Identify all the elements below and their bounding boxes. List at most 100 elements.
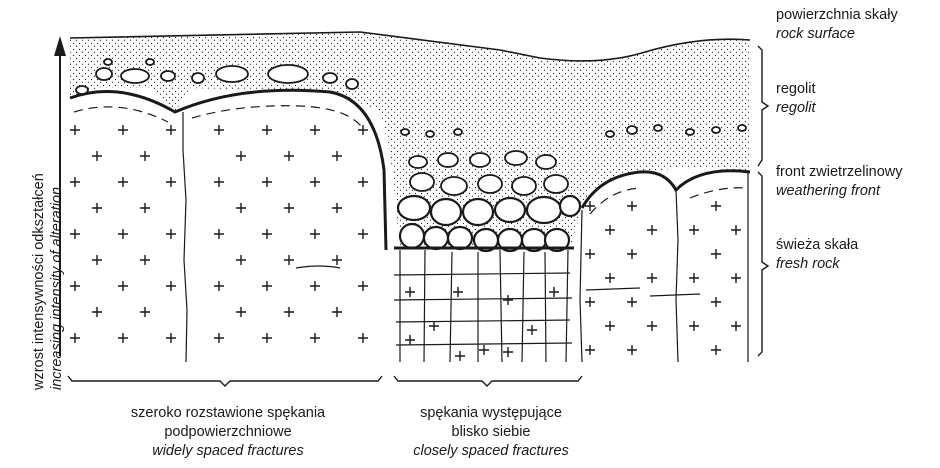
right-brackets xyxy=(758,46,768,356)
plus-mark xyxy=(214,125,224,135)
plus-mark xyxy=(731,225,741,235)
close-fractures-en: closely spaced fractures xyxy=(395,442,587,461)
plus-mark xyxy=(358,229,368,239)
plus-mark xyxy=(358,177,368,187)
plus-mark xyxy=(262,281,272,291)
plus-mark xyxy=(92,151,102,161)
plus-mark xyxy=(358,125,368,135)
plus-mark xyxy=(310,229,320,239)
fresh-rock-en: fresh rock xyxy=(776,255,858,274)
plus-mark xyxy=(236,255,246,265)
plus-mark xyxy=(70,177,80,187)
plus-mark xyxy=(140,151,150,161)
wide-fractures-pl2: podpowierzchniowe xyxy=(110,423,346,442)
weathering-front-label: front zwietrzelinowy weathering front xyxy=(776,163,903,201)
plus-mark xyxy=(118,333,128,343)
plus-mark xyxy=(70,281,80,291)
plus-mark xyxy=(262,333,272,343)
plus-mark xyxy=(332,151,342,161)
plus-mark xyxy=(262,177,272,187)
plus-mark xyxy=(214,281,224,291)
plus-mark xyxy=(214,177,224,187)
plus-mark xyxy=(711,201,721,211)
plus-mark xyxy=(118,125,128,135)
regolith-en: regolit xyxy=(776,99,816,118)
plus-mark xyxy=(405,335,415,345)
plus-mark xyxy=(711,297,721,307)
plus-mark xyxy=(689,321,699,331)
plus-mark xyxy=(627,249,637,259)
plus-mark xyxy=(166,281,176,291)
plus-mark xyxy=(284,255,294,265)
plus-mark xyxy=(236,203,246,213)
plus-mark xyxy=(166,177,176,187)
plus-mark xyxy=(429,321,439,331)
plus-mark xyxy=(527,325,537,335)
plus-mark xyxy=(332,203,342,213)
plus-mark xyxy=(166,229,176,239)
plus-mark xyxy=(310,333,320,343)
plus-mark xyxy=(118,229,128,239)
plus-mark xyxy=(358,281,368,291)
rock-surface-label: powierzchnia skały rock surface xyxy=(776,6,898,44)
rock-surface-en: rock surface xyxy=(776,25,898,44)
plus-mark xyxy=(503,347,513,357)
bottom-braces xyxy=(68,376,582,386)
plus-mark xyxy=(310,177,320,187)
wide-fractures-en: widely spaced fractures xyxy=(110,442,346,461)
plus-mark xyxy=(118,177,128,187)
weathering-front-en: weathering front xyxy=(776,182,903,201)
plus-mark xyxy=(140,255,150,265)
plus-mark xyxy=(332,307,342,317)
plus-mark xyxy=(284,151,294,161)
close-fractures-pl2: blisko siebie xyxy=(395,423,587,442)
plus-mark xyxy=(214,333,224,343)
plus-mark xyxy=(284,203,294,213)
plus-mark xyxy=(236,151,246,161)
plus-mark xyxy=(92,203,102,213)
plus-mark xyxy=(405,287,415,297)
plus-mark xyxy=(70,125,80,135)
plus-mark xyxy=(118,281,128,291)
close-fractures-pl1: spękania występujące xyxy=(395,404,587,423)
plus-mark xyxy=(310,281,320,291)
plus-mark xyxy=(627,201,637,211)
plus-mark xyxy=(731,273,741,283)
fresh-rock-pl: świeża skała xyxy=(776,236,858,255)
plus-mark xyxy=(647,273,657,283)
plus-mark xyxy=(711,249,721,259)
plus-mark xyxy=(236,307,246,317)
regolith-label: regolit regolit xyxy=(776,80,816,118)
wide-fractures-label: szeroko rozstawione spękania podpowierzc… xyxy=(110,404,346,461)
plus-mark xyxy=(585,249,595,259)
axis-label-pl: wzrost intensywności odkształceń xyxy=(30,173,48,390)
fresh-rock-label: świeża skała fresh rock xyxy=(776,236,858,274)
plus-mark xyxy=(140,203,150,213)
plus-mark xyxy=(92,255,102,265)
rock-surface-pl: powierzchnia skały xyxy=(776,6,898,25)
plus-mark xyxy=(689,273,699,283)
plus-mark xyxy=(503,295,513,305)
weathering-front-pl: front zwietrzelinowy xyxy=(776,163,903,182)
plus-mark xyxy=(479,345,489,355)
plus-mark xyxy=(332,255,342,265)
plus-mark xyxy=(455,351,465,361)
plus-mark xyxy=(731,321,741,331)
plus-mark xyxy=(214,229,224,239)
plus-mark xyxy=(711,345,721,355)
plus-mark xyxy=(585,345,595,355)
plus-mark xyxy=(605,225,615,235)
plus-mark xyxy=(647,225,657,235)
close-fractures-label: spękania występujące blisko siebie close… xyxy=(395,404,587,461)
plus-mark xyxy=(585,297,595,307)
plus-mark xyxy=(310,125,320,135)
plus-mark xyxy=(647,321,657,331)
plus-mark xyxy=(166,333,176,343)
wide-fractures-pl1: szeroko rozstawione spękania xyxy=(110,404,346,423)
plus-mark xyxy=(262,229,272,239)
plus-mark xyxy=(262,125,272,135)
plus-mark xyxy=(284,307,294,317)
regolith-pl: regolit xyxy=(776,80,816,99)
plus-mark xyxy=(627,345,637,355)
